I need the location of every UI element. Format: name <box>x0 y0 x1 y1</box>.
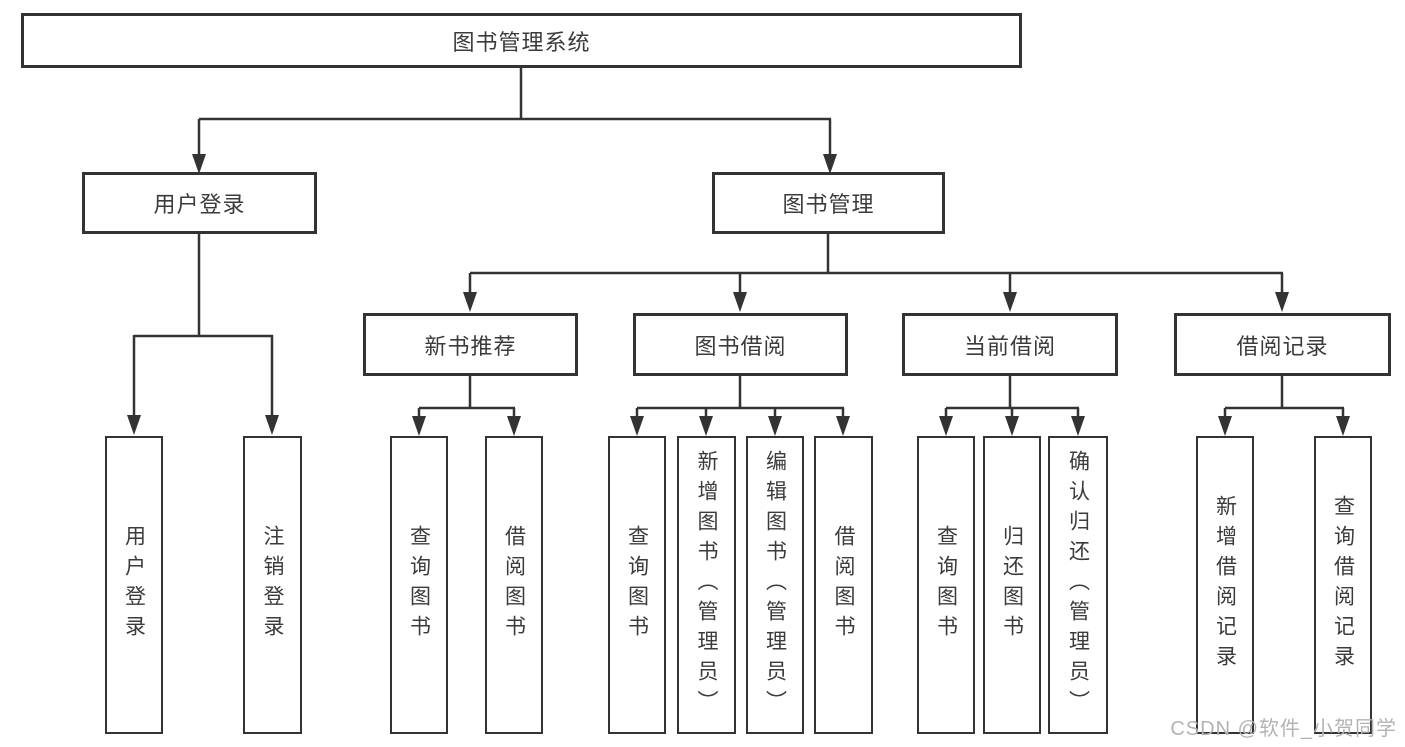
node-leaf-add-borrow-record: 新增借阅记录 <box>1196 436 1254 734</box>
node-label: 借阅图书 <box>502 525 526 645</box>
node-leaf-user-login: 用户登录 <box>105 436 163 734</box>
node-leaf-query-books-recommend: 查询图书 <box>390 436 448 734</box>
csdn-watermark: CSDN @软件_小贺同学 <box>1170 718 1397 740</box>
node-current-borrowing: 当前借阅 <box>902 313 1118 376</box>
node-label: 查询图书 <box>625 525 649 645</box>
node-book-borrowing: 图书借阅 <box>633 313 848 376</box>
node-label: 图书借阅 <box>694 333 787 359</box>
node-leaf-query-borrow-record: 查询借阅记录 <box>1314 436 1372 734</box>
node-leaf-confirm-return-admin: 确认归还（管理员） <box>1048 436 1108 734</box>
node-book-management: 图书管理 <box>712 172 945 234</box>
arrowhead-icons <box>127 154 1350 436</box>
node-label: 归还图书 <box>1000 525 1024 645</box>
node-label: 查询图书 <box>934 525 958 645</box>
node-label: 新书推荐 <box>424 333 517 359</box>
node-library-management-system: 图书管理系统 <box>21 13 1022 68</box>
node-label: 用户登录 <box>153 192 246 217</box>
node-label: 确认归还（管理员） <box>1066 450 1090 720</box>
node-label: 注销登录 <box>261 525 284 645</box>
node-leaf-borrow-books-recommend: 借阅图书 <box>485 436 543 734</box>
node-label: 编辑图书（管理员） <box>763 450 787 720</box>
node-label: 用户登录 <box>122 525 146 645</box>
node-leaf-query-books-current: 查询图书 <box>917 436 975 734</box>
node-label: 图书管理 <box>782 192 875 217</box>
node-label: 查询图书 <box>407 525 431 645</box>
node-borrowing-records: 借阅记录 <box>1174 313 1391 376</box>
node-label: 查询借阅记录 <box>1331 495 1355 675</box>
node-leaf-return-books: 归还图书 <box>983 436 1041 734</box>
node-label: 图书管理系统 <box>452 29 591 55</box>
node-leaf-add-books-admin: 新增图书（管理员） <box>677 436 736 734</box>
node-label: 借阅图书 <box>832 525 855 645</box>
node-label: 新增图书（管理员） <box>695 450 718 720</box>
node-leaf-borrow-books: 借阅图书 <box>814 436 873 734</box>
node-leaf-edit-books-admin: 编辑图书（管理员） <box>746 436 804 734</box>
node-label: 借阅记录 <box>1236 333 1329 359</box>
node-label: 当前借阅 <box>963 333 1056 359</box>
node-user-login: 用户登录 <box>82 172 317 234</box>
node-leaf-query-books-borrow: 查询图书 <box>608 436 666 734</box>
node-leaf-logout-login: 注销登录 <box>243 436 302 734</box>
node-new-book-recommend: 新书推荐 <box>363 313 578 376</box>
node-label: 新增借阅记录 <box>1213 495 1237 675</box>
